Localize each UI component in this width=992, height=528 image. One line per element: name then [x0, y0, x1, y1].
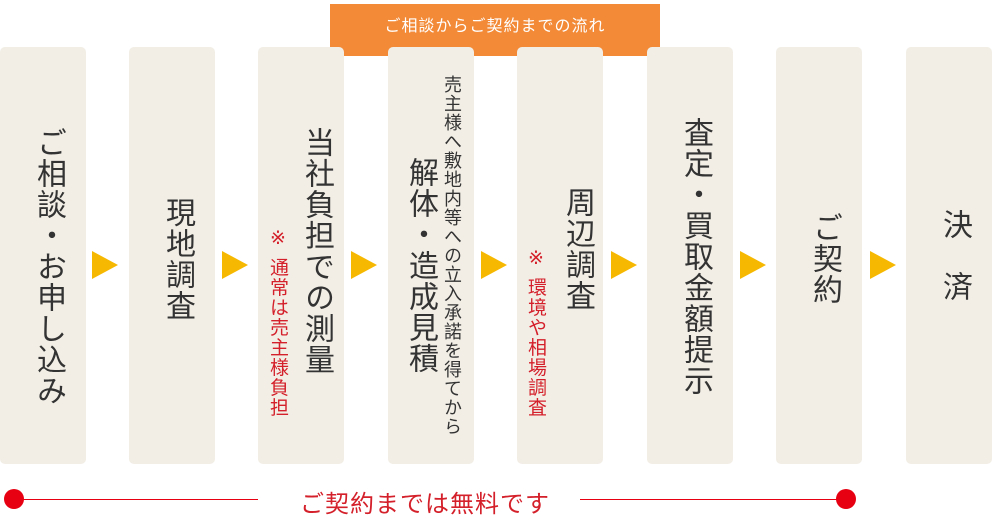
arrow-right-icon — [92, 251, 118, 279]
start-dot — [4, 489, 24, 509]
step-label: 決 済 — [937, 209, 972, 302]
step-area-research-box: 周辺調査 ※ 環境や相場調査 — [517, 47, 603, 464]
arrow-right-icon — [351, 251, 377, 279]
step-consultation-box: ご相談・お申し込み — [0, 47, 86, 464]
step-settlement-box: 決 済 — [906, 47, 992, 464]
step-site-survey-box: 現地調査 — [129, 47, 215, 464]
step-label: 当社負担での測量 — [299, 127, 334, 375]
free-of-charge-text: ご契約までは無料です — [300, 490, 550, 518]
flow-title: ご相談からご契約までの流れ — [330, 4, 660, 56]
arrow-right-icon — [740, 251, 766, 279]
step-note: ※ 通常は売主様負担 — [267, 227, 289, 418]
step-label: 査定・買取金額提示 — [678, 117, 713, 396]
step-label: 現地調査 — [160, 197, 195, 321]
step-label: ご契約 — [807, 212, 842, 305]
free-range-line-right — [580, 499, 840, 500]
arrow-right-icon — [222, 251, 248, 279]
step-estimate-box: 売主様へ敷地内等への立入承諾を得てから 解体・造成見積 — [388, 47, 474, 464]
free-range-line-left — [20, 499, 258, 500]
step-label: ご相談・お申し込み — [31, 127, 66, 406]
step-note: ※ 環境や相場調査 — [525, 247, 547, 418]
step-appraisal-box: 査定・買取金額提示 — [647, 47, 733, 464]
step-survey-box: 当社負担での測量 ※ 通常は売主様負担 — [258, 47, 344, 464]
step-precondition: 売主様へ敷地内等への立入承諾を得てから — [441, 75, 462, 436]
step-label: 周辺調査 — [560, 187, 595, 311]
step-label: 解体・造成見積 — [403, 157, 438, 374]
arrow-right-icon — [481, 251, 507, 279]
step-contract-box: ご契約 — [776, 47, 862, 464]
arrow-right-icon — [870, 251, 896, 279]
end-dot — [836, 489, 856, 509]
arrow-right-icon — [611, 251, 637, 279]
